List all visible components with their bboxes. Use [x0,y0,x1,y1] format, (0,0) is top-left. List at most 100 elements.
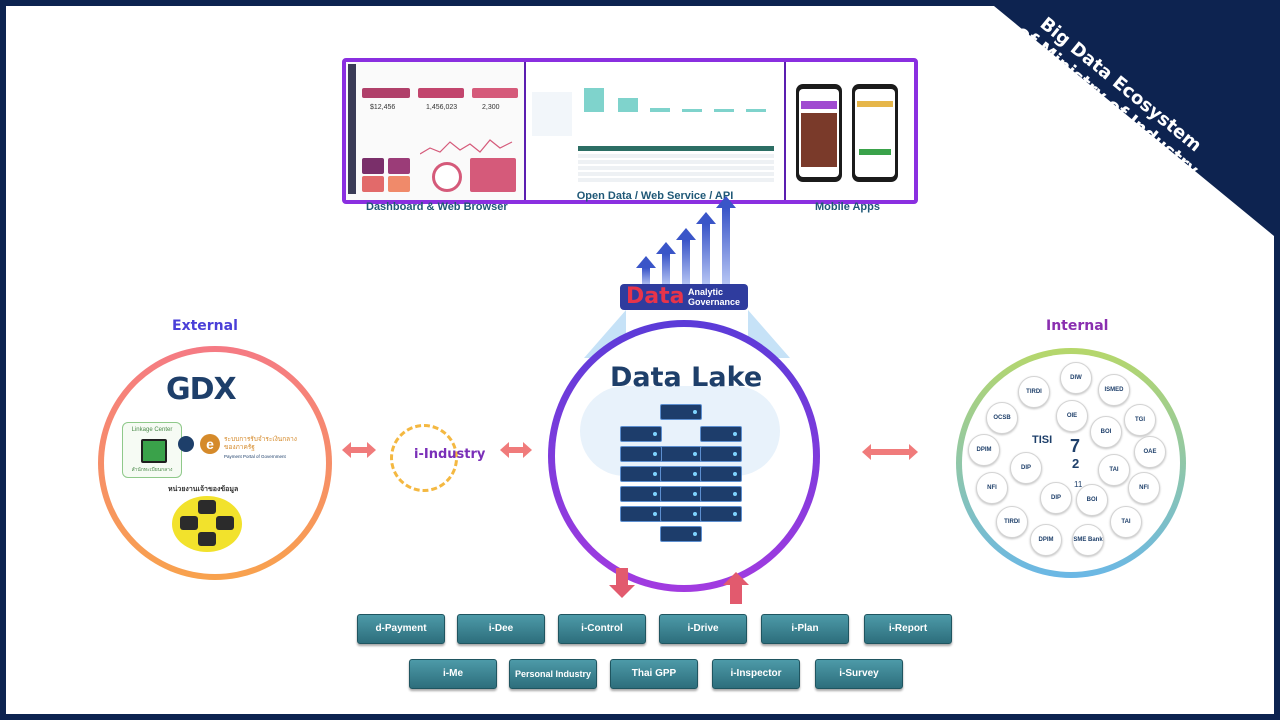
corner-banner [994,6,1274,236]
center-logo-number: 7 [1070,436,1081,456]
system-button-i-drive[interactable]: i-Drive [659,614,747,644]
server-unit [660,404,702,420]
server-unit [700,486,742,502]
open-data-table-row [578,160,774,164]
org-logo: TIRDI [996,506,1028,538]
dashboard-value: 1,456,023 [426,104,458,111]
dashboard-sidebar [348,64,356,194]
server-unit [620,466,662,482]
org-logo: DPIM [968,434,1000,466]
org-logo: NFI [976,472,1008,504]
org-logo: DIP [1040,482,1072,514]
dashboard-tile [470,158,516,192]
org-logo: TGI [1124,404,1156,436]
open-data-bar [584,88,604,112]
i-industry-label: i-Industry [414,447,486,462]
org-logo: BOI [1090,416,1122,448]
dashboard-screenshot: $12,456 1,456,023 2,300 [346,62,526,200]
dashboard-value: 2,300 [482,104,500,111]
dashboard-card [472,88,518,98]
open-data-screenshot: Open Data / Web Service / API [526,62,786,202]
center-logo-tisi: TISI [1032,434,1053,446]
dashboard-line-chart [420,139,513,155]
org-logo: OAE [1134,436,1166,468]
open-data-table-header [578,146,774,151]
phone-screen [855,89,895,177]
open-data-bar [682,109,702,112]
gdx-logo: GDX [166,372,237,407]
system-button-personal-industry[interactable]: Personal Industry [509,659,597,689]
data-lake-title: Data Lake [610,362,763,393]
dashboard-card [418,88,464,98]
down-arrow [609,568,635,598]
system-button-d-payment[interactable]: d-Payment [357,614,445,644]
org-logo: DIW [1060,362,1092,394]
system-button-i-plan[interactable]: i-Plan [761,614,849,644]
server-unit [620,426,662,442]
system-button-i-control[interactable]: i-Control [558,614,646,644]
open-data-sidebar [532,92,572,136]
org-logo: BOI [1076,484,1108,516]
e-payment-title: ระบบการรับจำระเงินกลาง ของภาครัฐ [224,436,297,452]
dashboard-tile [388,158,410,174]
mobile-caption: Mobile Apps [815,201,880,213]
system-button-i-inspector[interactable]: i-Inspector [712,659,800,689]
badge-line2: Governance [688,297,741,307]
cloud-icon [580,386,780,476]
e-payment-sub: Payment Portal of Government [224,454,286,459]
server-icon [141,439,167,463]
org-logo: DIP [1010,452,1042,484]
server-unit [700,506,742,522]
system-button-thai-gpp[interactable]: Thai GPP [610,659,698,689]
server-unit [700,426,742,442]
e-payment-logo: e [200,434,220,454]
server-unit [620,446,662,462]
diagram-canvas: Big Data Ecosystem of Ministry of Indust… [6,6,1274,714]
server-unit [660,466,702,482]
double-arrow [500,442,532,458]
external-title: External [172,318,238,334]
phone-screen [799,89,839,177]
server-unit [660,486,702,502]
open-data-caption: Open Data / Web Service / API [576,190,734,202]
dashboard-card [362,88,410,98]
system-button-i-dee[interactable]: i-Dee [457,614,545,644]
dashboard-tile [388,176,410,192]
government-seal-icon [178,436,194,452]
open-data-bar [618,98,638,112]
org-logo: TAI [1098,454,1130,486]
org-logo: OIE [1056,400,1088,432]
open-data-bar [650,108,670,112]
server-unit [700,446,742,462]
mobile-screenshot [786,62,914,200]
org-logo: ISMED [1098,374,1130,406]
server-unit [660,446,702,462]
up-arrow [716,196,736,286]
linkage-center-box: Linkage Center สำนักทะเบียนกลาง [122,422,182,478]
open-data-bar [714,109,734,112]
gear-icon [390,424,458,492]
open-data-table-row [578,154,774,158]
org-logo: TAI [1110,506,1142,538]
open-data-table-row [578,178,774,182]
phone-mockup [852,84,898,182]
org-logo: OCSB [986,402,1018,434]
badge-main: Data [626,284,685,309]
double-arrow [862,444,918,460]
up-arrow [696,212,716,286]
org-logo: TIRDI [1018,376,1050,408]
system-button-i-report[interactable]: i-Report [864,614,952,644]
agency-label: หน่วยงานเจ้าของข้อมูล [168,486,239,493]
linkage-center-title: Linkage Center [131,427,173,433]
building-icon [180,516,198,530]
org-logo: NFI [1128,472,1160,504]
server-unit [660,526,702,542]
dashboard-tile [362,176,384,192]
up-arrow [676,228,696,286]
server-unit [620,506,662,522]
building-icon [216,516,234,530]
system-button-i-survey[interactable]: i-Survey [815,659,903,689]
system-button-i-me[interactable]: i-Me [409,659,497,689]
data-governance-badge: Data Analytic Governance [620,284,748,310]
open-data-bar [746,109,766,112]
